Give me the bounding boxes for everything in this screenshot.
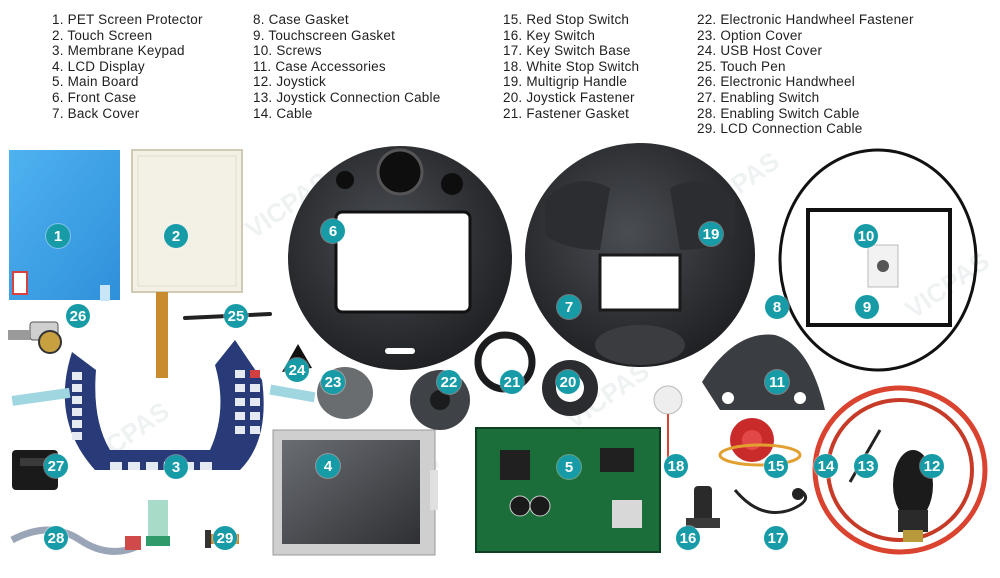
legend-item: 9. Touchscreen Gasket <box>253 27 396 43</box>
legend-item: 7. Back Cover <box>52 105 140 121</box>
legend-item: 23. Option Cover <box>697 27 803 43</box>
badge-25: 25 <box>224 304 248 328</box>
legend-item: 20. Joystick Fastener <box>503 89 635 105</box>
electronic-handwheel <box>8 321 62 354</box>
badge-9: 9 <box>855 295 879 319</box>
badge-1: 1 <box>46 224 70 248</box>
legend-item: 25. Touch Pen <box>697 58 786 74</box>
badge-5: 5 <box>557 455 581 479</box>
badge-29: 29 <box>213 526 237 550</box>
legend-item: 8. Case Gasket <box>253 12 349 27</box>
front-case <box>288 146 512 370</box>
badge-22: 22 <box>437 370 461 394</box>
badge-2: 2 <box>164 224 188 248</box>
touch-screen <box>131 149 243 378</box>
badge-11: 11 <box>765 370 789 394</box>
legend-item: 16. Key Switch <box>503 27 596 43</box>
touchscreen-gasket <box>806 208 952 327</box>
legend-item: 18. White Stop Switch <box>503 58 640 74</box>
legend-column-4: 22. Electronic Handwheel Fastener 23. Op… <box>697 12 914 137</box>
legend-item: 5. Main Board <box>52 74 139 90</box>
legend-column-2: 8. Case Gasket 9. Touchscreen Gasket 10.… <box>253 12 440 121</box>
badge-10: 10 <box>854 224 878 248</box>
badge-27: 27 <box>44 454 68 478</box>
badge-19: 19 <box>699 222 723 246</box>
key-switch <box>686 486 720 528</box>
legend-item: 28. Enabling Switch Cable <box>697 105 860 121</box>
badge-20: 20 <box>556 370 580 394</box>
badge-6: 6 <box>321 219 345 243</box>
legend-item: 13. Joystick Connection Cable <box>253 89 441 105</box>
badge-24: 24 <box>285 358 309 382</box>
badge-15: 15 <box>764 454 788 478</box>
enabling-switch-cable <box>10 526 142 555</box>
legend-item: 14. Cable <box>253 105 313 121</box>
legend-item: 24. USB Host Cover <box>697 43 823 59</box>
badge-7: 7 <box>557 295 581 319</box>
legend-item: 27. Enabling Switch <box>697 89 820 105</box>
legend-item: 11. Case Accessories <box>253 58 386 74</box>
red-stop-switch <box>718 418 802 467</box>
legend-item: 19. Multigrip Handle <box>503 74 628 90</box>
white-stop-switch <box>653 385 683 470</box>
legend-item: 26. Electronic Handwheel <box>697 74 855 90</box>
badge-13: 13 <box>854 454 878 478</box>
legend-item: 21. Fastener Gasket <box>503 105 630 121</box>
legend-item: 1. PET Screen Protector <box>52 12 203 27</box>
case-accessories <box>702 334 825 410</box>
main-board <box>475 427 661 553</box>
legend-item: 29. LCD Connection Cable <box>697 121 863 137</box>
badge-12: 12 <box>920 454 944 478</box>
membrane-keypad <box>11 340 316 546</box>
legend-item: 22. Electronic Handwheel Fastener <box>697 12 914 27</box>
badge-28: 28 <box>44 526 68 550</box>
key-switch-base <box>733 488 808 514</box>
badge-21: 21 <box>500 370 524 394</box>
lcd-display <box>272 429 438 556</box>
back-cover <box>525 143 755 367</box>
legend-item: 17. Key Switch Base <box>503 43 631 59</box>
badge-23: 23 <box>321 370 345 394</box>
legend-item: 3. Membrane Keypad <box>52 43 185 59</box>
badge-4: 4 <box>316 454 340 478</box>
legend-item: 6. Front Case <box>52 89 137 105</box>
legend-column-1: 1. PET Screen Protector 2. Touch Screen … <box>52 12 203 121</box>
badge-18: 18 <box>664 454 688 478</box>
badge-17: 17 <box>764 526 788 550</box>
legend-item: 15. Red Stop Switch <box>503 12 630 27</box>
screws-bag <box>867 244 899 288</box>
badge-3: 3 <box>164 455 188 479</box>
badge-14: 14 <box>814 454 838 478</box>
case-gasket <box>778 148 978 372</box>
badge-26: 26 <box>66 304 90 328</box>
parts-photo <box>8 143 988 556</box>
legend-item: 2. Touch Screen <box>52 27 153 43</box>
badge-16: 16 <box>676 526 700 550</box>
legend-item: 12. Joystick <box>253 74 326 90</box>
legend-item: 4. LCD Display <box>52 58 145 74</box>
badge-8: 8 <box>765 295 789 319</box>
legend-item: 10. Screws <box>253 43 322 59</box>
legend-column-3: 15. Red Stop Switch 16. Key Switch 17. K… <box>503 12 639 121</box>
